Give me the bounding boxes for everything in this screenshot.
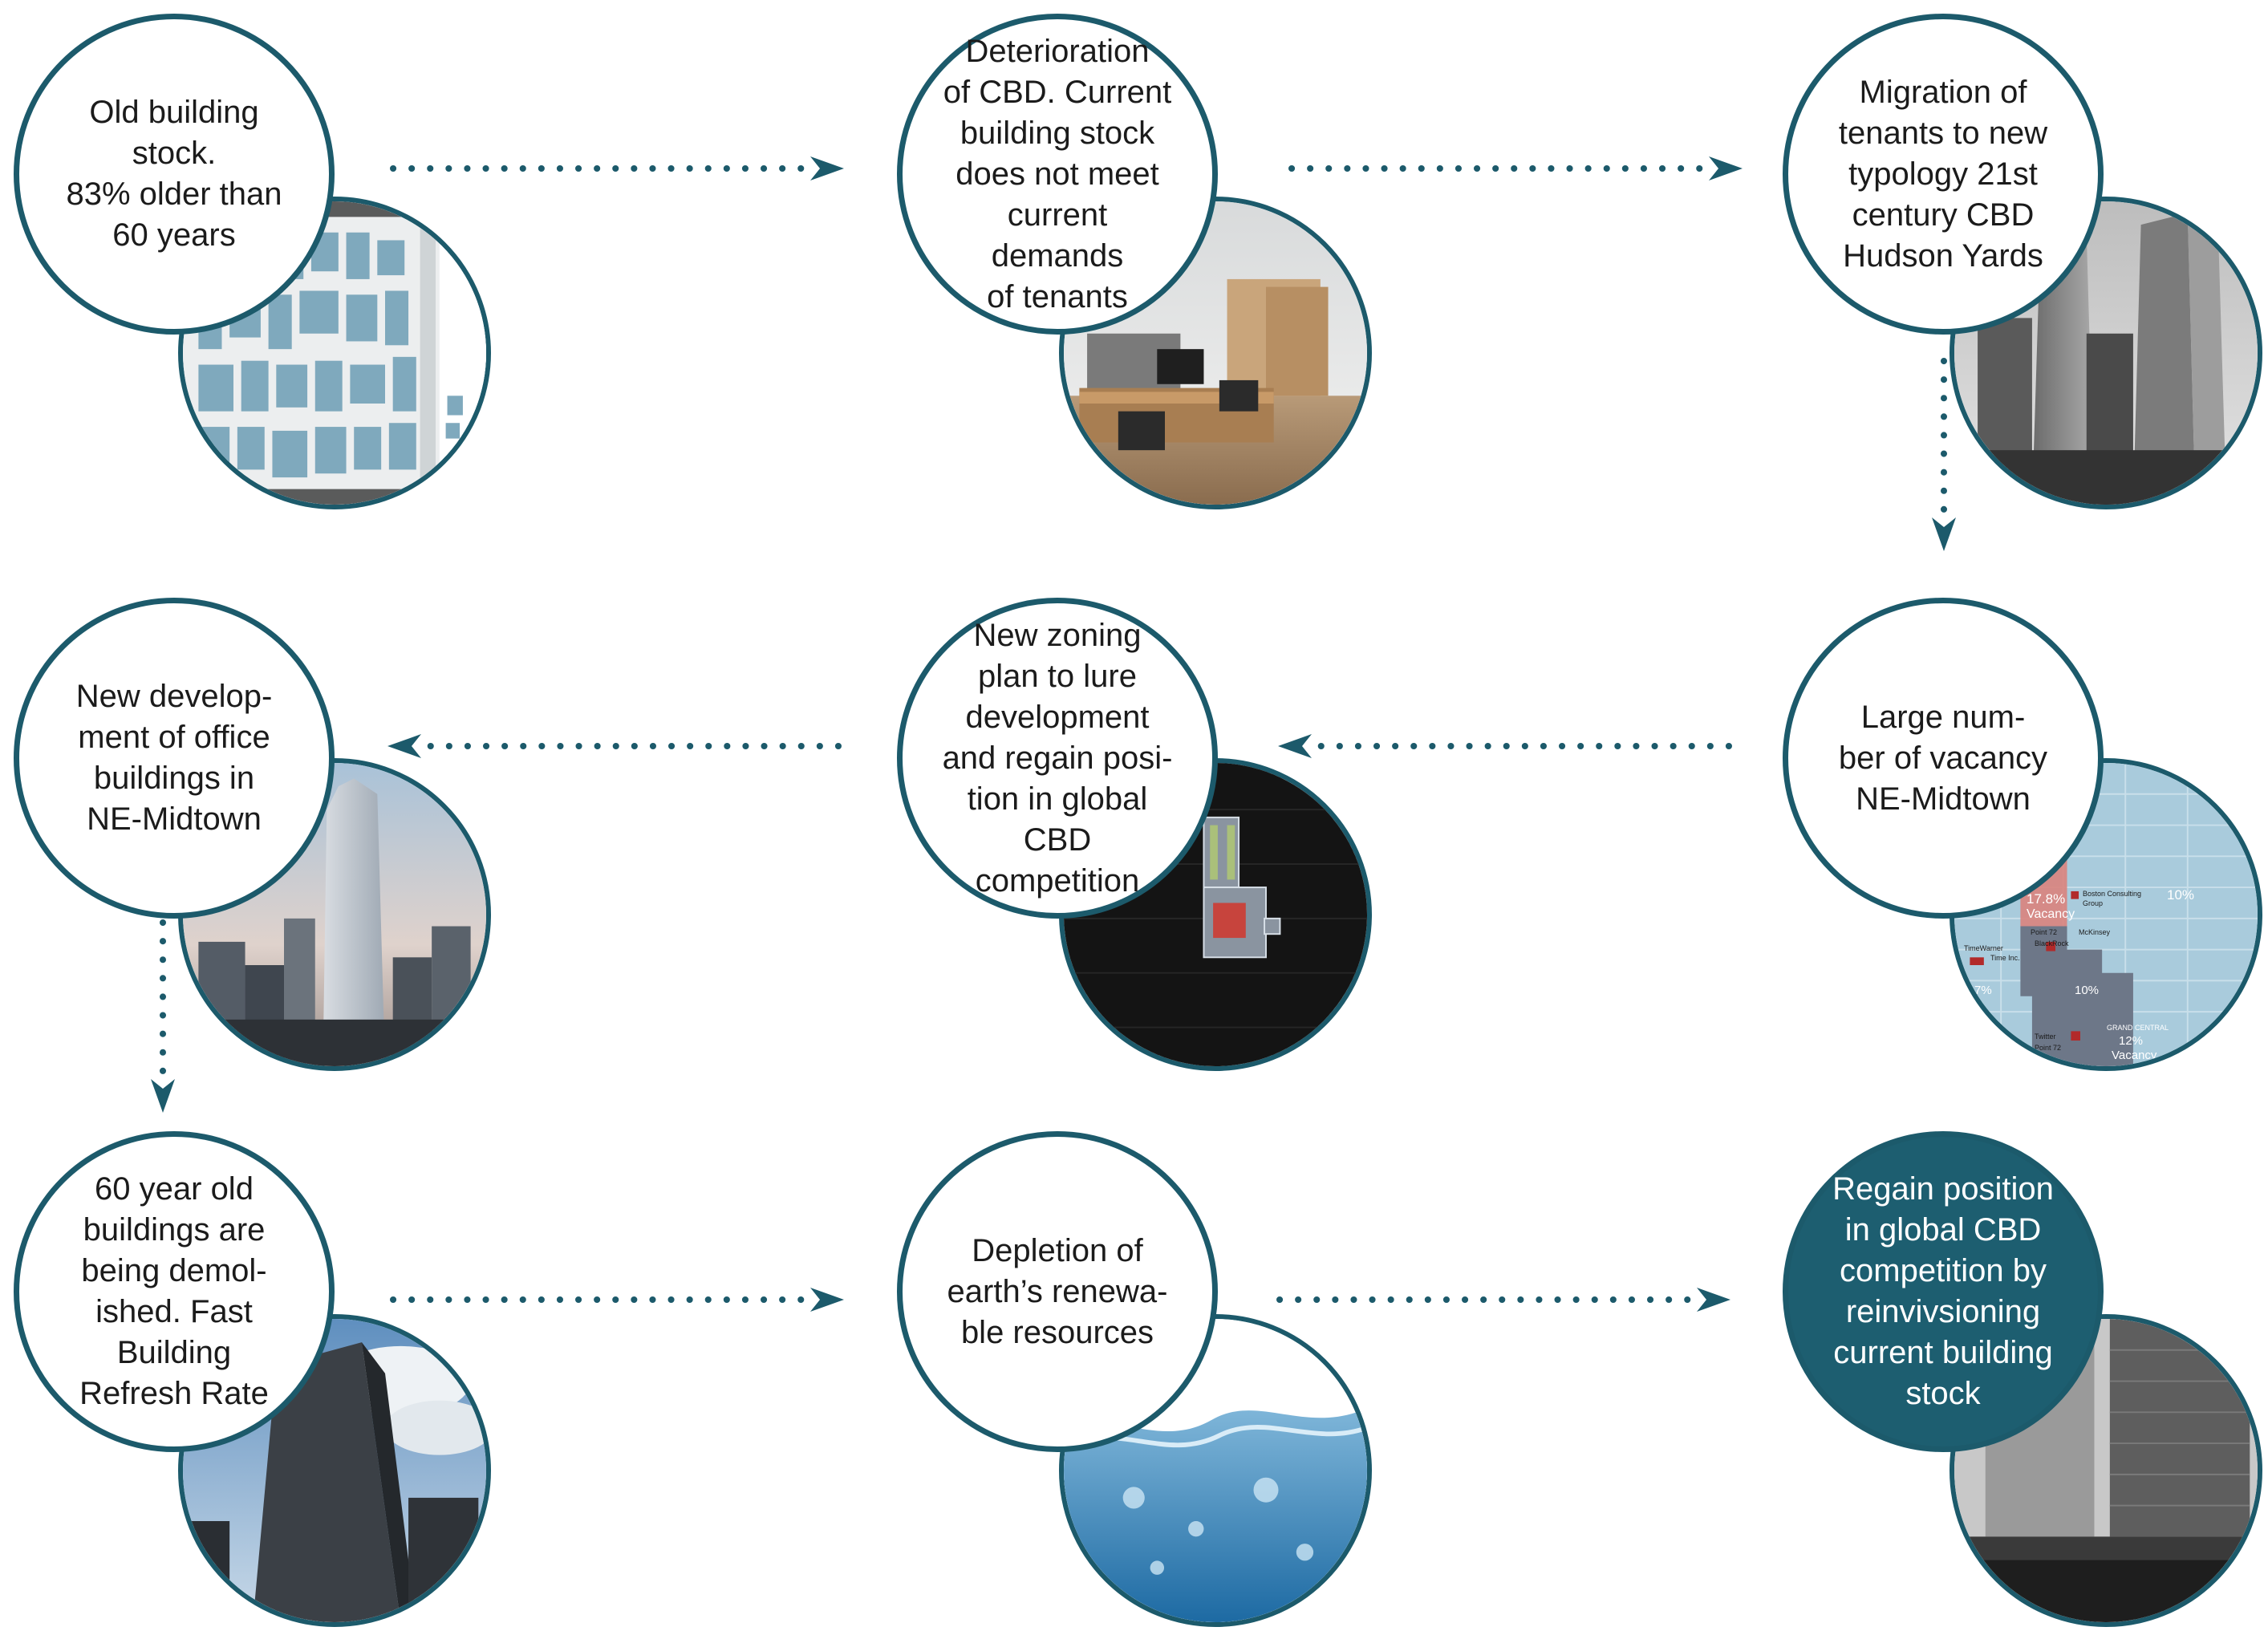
step-7-bubble: 60 year old buildings are being demol- i…: [14, 1131, 335, 1452]
step-8-text: Depletion of earth’s renewa- ble resourc…: [947, 1232, 1168, 1350]
map-tenant-4: TimeWarner: [1964, 944, 2003, 952]
arrow-step3-to-step4: [1932, 358, 1956, 551]
arrow-step4-to-step5: [1278, 734, 1732, 758]
map-pct-b: 17.8%: [2027, 891, 2066, 907]
step-3-text: Migration of tenants to new typology 21s…: [1838, 74, 2048, 274]
step-2-bubble: Deterioration of CBD. Current building s…: [897, 14, 1218, 335]
map-vac-b: Vacancy: [2027, 907, 2075, 921]
step-9-text: Regain position in global CBD competitio…: [1832, 1171, 2054, 1411]
arrow-step6-to-step7: [151, 919, 175, 1113]
step-8-bubble: Depletion of earth’s renewa- ble resourc…: [897, 1131, 1218, 1452]
step-5-bubble: New zoning plan to lure development and …: [897, 598, 1218, 919]
step-1-bubble: Old building stock. 83% older than 60 ye…: [14, 14, 335, 335]
step-2-text: Deterioration of CBD. Current building s…: [943, 33, 1172, 314]
step-9-bubble: Regain position in global CBD competitio…: [1783, 1131, 2104, 1452]
arrow-step7-to-step8: [390, 1288, 844, 1312]
arrow-step8-to-step9: [1276, 1288, 1730, 1312]
map-tenant-1b: Group: [2083, 899, 2104, 907]
water-splash-image: [1059, 1314, 1372, 1627]
map-tenant-7: Twitter: [2035, 1033, 2056, 1041]
step-4-bubble: Large num- ber of vacancy NE-Midtown: [1783, 598, 2104, 919]
step-3-bubble: Migration of tenants to new typology 21s…: [1783, 14, 2104, 335]
step-4-text: Large num- ber of vacancy NE-Midtown: [1838, 699, 2048, 817]
map-tenant-3: BlackRock: [2035, 939, 2069, 947]
step-6-bubble: New develop- ment of office buildings in…: [14, 598, 335, 919]
map-tenant-5: Time Inc.: [1990, 954, 2020, 962]
arrow-step5-to-step6: [387, 734, 842, 758]
vacancy-map-labels: 17.8% Vacancy Boston Consulting Group 10…: [1954, 763, 2258, 1066]
arrow-step2-to-step3: [1288, 156, 1743, 181]
step-7-text: 60 year old buildings are being demol- i…: [79, 1171, 269, 1411]
map-pct-e: 10%: [2075, 984, 2100, 997]
office-interior-image: [1059, 197, 1372, 509]
map-tenant-8: Point 72: [2035, 1044, 2062, 1052]
map-pct-c: 10%: [2167, 887, 2195, 903]
step-5-text: New zoning plan to lure development and …: [942, 617, 1173, 899]
map-tenant-2: McKinsey: [2079, 928, 2111, 936]
map-tenant-1: Boston Consulting: [2083, 890, 2142, 898]
map-vac-a: Vacancy: [2112, 1049, 2157, 1062]
arrow-step1-to-step2: [390, 156, 844, 181]
map-tenant-6: Point 72: [2031, 928, 2058, 936]
map-pct-d: 7%: [1974, 984, 1992, 997]
map-pct-a: 12%: [2119, 1034, 2144, 1048]
step-6-text: New develop- ment of office buildings in…: [75, 679, 273, 837]
step-1-text: Old building stock. 83% older than 60 ye…: [66, 95, 282, 253]
map-area-a: GRAND CENTRAL: [2107, 1024, 2169, 1032]
